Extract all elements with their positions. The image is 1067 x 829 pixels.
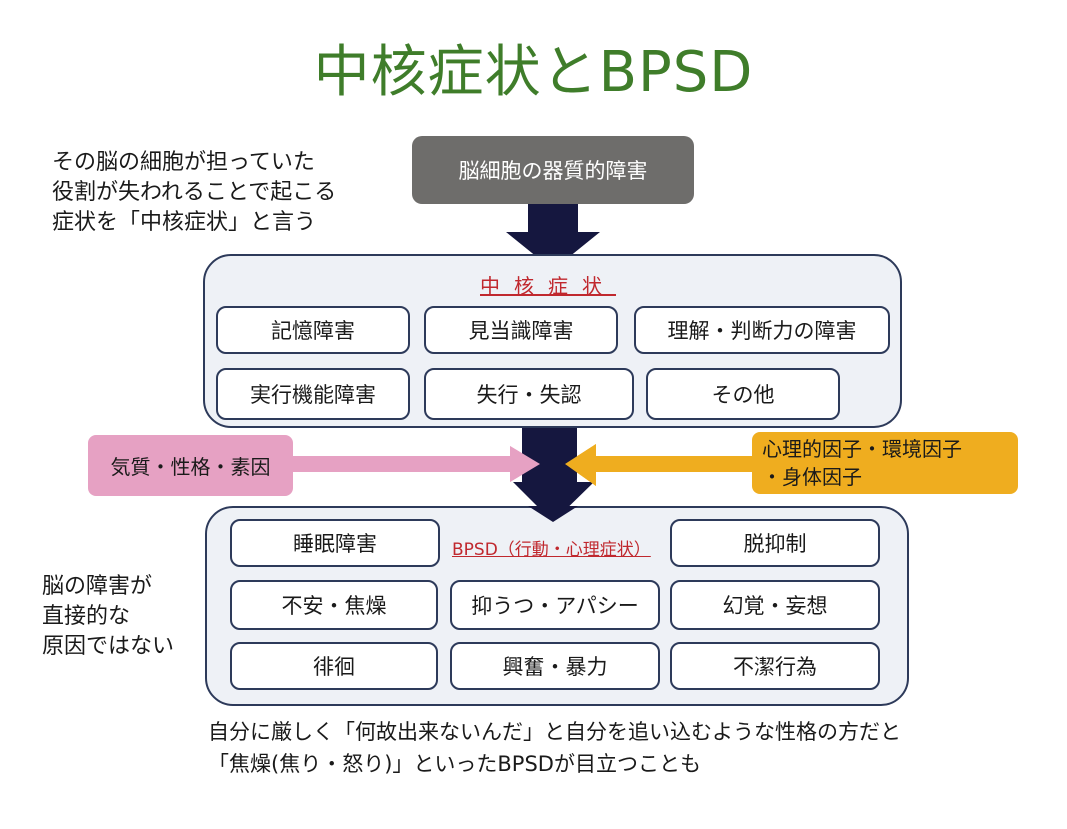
core-item: 実行機能障害 [216,368,410,420]
down-arrow-top [506,204,600,270]
bpsd-item: 睡眠障害 [230,519,440,567]
core-item: 記憶障害 [216,306,410,354]
bpsd-item: 不安・焦燥 [230,580,438,630]
personality-note: 自分に厳しく「何故出来ないんだ」と自分を追い込むような性格の方だと 「焦燥(焦り… [208,716,901,780]
cause-box: 脳細胞の器質的障害 [412,136,694,204]
bpsd-item: 徘徊 [230,642,438,690]
note-line: 原因ではない [42,634,175,659]
note-line: 「焦燥(焦り・怒り)」といったBPSDが目立つことも [208,752,701,776]
note-line: 役割が失われることで起こる [52,180,337,205]
bpsd-item: 幻覚・妄想 [670,580,880,630]
core-item: 理解・判断力の障害 [634,306,890,354]
note-line: 直接的な [42,604,131,629]
factor-line: 心理的因子・環境因子 [762,437,962,461]
core-item: その他 [646,368,840,420]
bpsd-item: 興奮・暴力 [450,642,660,690]
orange-arrow [565,444,752,486]
core-symptom-explanation: その脳の細胞が担っていた 役割が失われることで起こる 症状を「中核症状」と言う [52,148,336,238]
bpsd-item: 不潔行為 [670,642,880,690]
temperament-factor-box: 気質・性格・素因 [88,435,293,496]
core-symptoms-heading: 中核症状 [480,274,616,298]
bpsd-item: 脱抑制 [670,519,880,567]
note-line: その脳の細胞が担っていた [52,150,315,175]
down-arrow-center [513,428,594,522]
environmental-factor-box: 心理的因子・環境因子 ・身体因子 [752,432,1018,494]
pink-arrow-head [510,446,540,482]
orange-arrow-head [565,444,596,486]
note-line: 症状を「中核症状」と言う [52,210,317,235]
factor-line: ・身体因子 [762,465,862,489]
bpsd-item: 抑うつ・アパシー [450,580,660,630]
note-line: 自分に厳しく「何故出来ないんだ」と自分を追い込むような性格の方だと [208,720,901,744]
core-item: 失行・失認 [424,368,634,420]
bpsd-heading: BPSD（行動・心理症状） [452,540,651,560]
core-item: 見当識障害 [424,306,618,354]
pink-arrow [293,446,540,482]
slide-title: 中核症状とBPSD [313,40,754,105]
down-arrow-tip [528,506,578,522]
note-line: 脳の障害が [42,574,153,599]
bpsd-cause-note: 脳の障害が 直接的な 原因ではない [42,572,174,662]
